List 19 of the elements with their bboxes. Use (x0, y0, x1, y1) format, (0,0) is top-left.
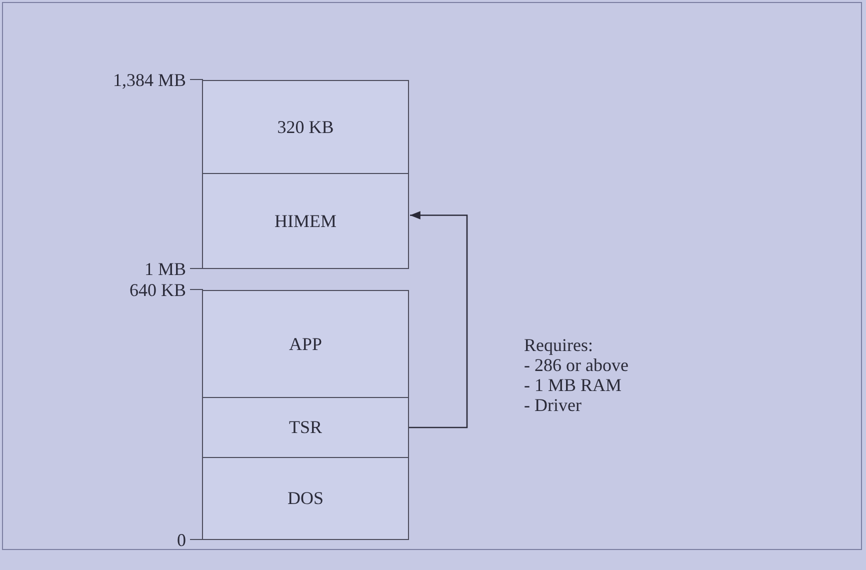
note-text: Requires: (524, 335, 593, 355)
address-label: 1 MB (144, 259, 186, 279)
address-label: 640 KB (129, 280, 186, 300)
memory-block (202, 397, 409, 458)
arrow (409, 211, 468, 428)
note-text: - 1 MB RAM (524, 375, 622, 395)
memory-block (202, 173, 409, 269)
block-label: DOS (287, 488, 324, 509)
block-label: HIMEM (274, 210, 336, 232)
memory-block (202, 290, 409, 398)
memory-block (202, 457, 409, 540)
address-label: 1,384 MB (112, 70, 186, 90)
note-text: - Driver (524, 395, 582, 415)
note-text: - 286 or above (524, 355, 628, 375)
block-label: APP (288, 334, 322, 354)
block-label: 320 KB (277, 116, 334, 138)
memory-block (202, 80, 409, 174)
address-label: 0 (177, 530, 186, 550)
block-label: TSR (288, 417, 322, 438)
